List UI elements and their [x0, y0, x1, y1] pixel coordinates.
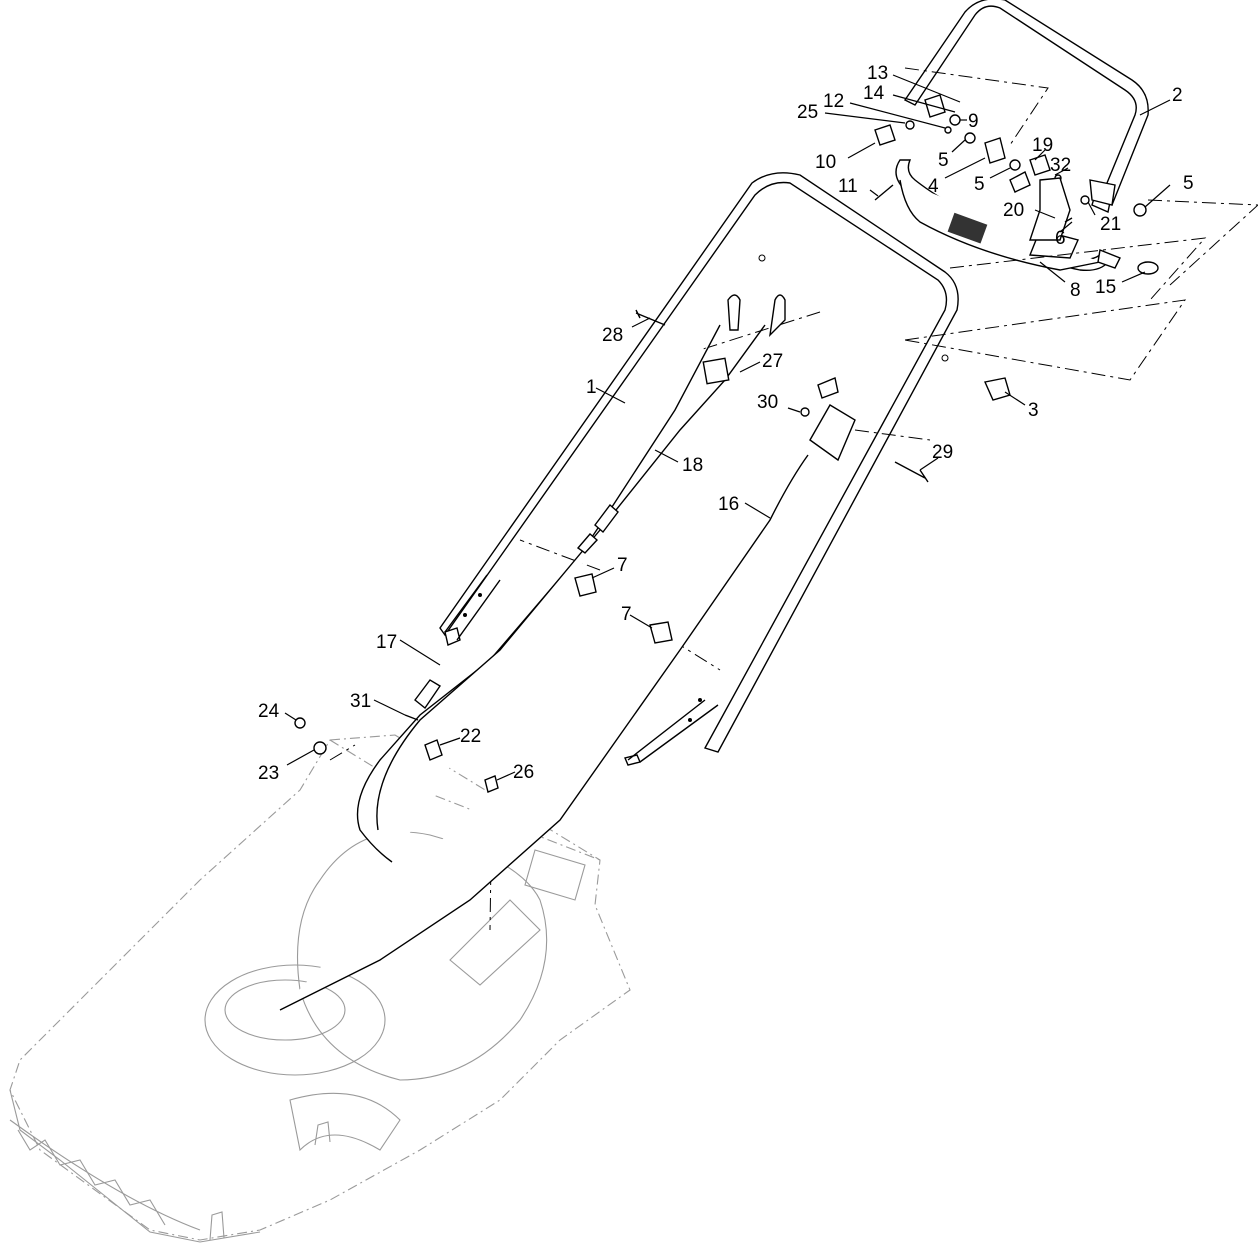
callout-25: 25	[797, 102, 818, 123]
callout-26: 26	[513, 762, 534, 783]
lower-handle	[439, 172, 959, 766]
callout-27: 27	[762, 351, 783, 372]
callout-1: 1	[586, 377, 597, 398]
callout-29: 29	[932, 442, 953, 463]
callout-5c: 5	[1183, 173, 1194, 194]
callout-13: 13	[867, 63, 888, 84]
callout-12: 12	[823, 91, 844, 112]
callout-14: 14	[863, 83, 885, 104]
callout-23: 23	[258, 763, 279, 784]
callout-31: 31	[350, 691, 371, 712]
hardware-parts	[294, 94, 1159, 793]
callout-2: 2	[1172, 85, 1183, 106]
callout-22: 22	[460, 726, 481, 747]
callout-28: 28	[602, 325, 623, 346]
callout-17: 17	[376, 632, 397, 653]
callout-24: 24	[258, 701, 280, 722]
callout-3: 3	[1028, 400, 1039, 421]
callout-8: 8	[1070, 280, 1081, 301]
callout-16: 16	[718, 494, 739, 515]
assembly-lines	[329, 67, 1258, 931]
cable-hooks	[702, 294, 786, 385]
callout-18: 18	[682, 455, 703, 476]
callout-30: 30	[757, 392, 778, 413]
callout-4: 4	[928, 176, 939, 197]
callout-9: 9	[968, 111, 979, 132]
callout-5a: 5	[938, 150, 949, 171]
callout-20: 20	[1003, 200, 1024, 221]
callout-5b: 5	[974, 174, 985, 195]
leader-lines	[284, 74, 1171, 781]
callout-7b: 7	[621, 604, 632, 625]
callout-11: 11	[838, 176, 858, 197]
callout-32: 32	[1050, 155, 1071, 176]
cables	[279, 324, 809, 1011]
callout-21: 21	[1100, 214, 1121, 235]
callout-6: 6	[1055, 228, 1066, 249]
callout-10: 10	[815, 152, 836, 173]
callout-7a: 7	[617, 555, 628, 576]
callout-labels: 13 14 12 25 9 10 5 4 5 19 32 2 5 11 20 2…	[258, 63, 1194, 784]
callout-15: 15	[1095, 277, 1116, 298]
callout-19: 19	[1032, 135, 1053, 156]
